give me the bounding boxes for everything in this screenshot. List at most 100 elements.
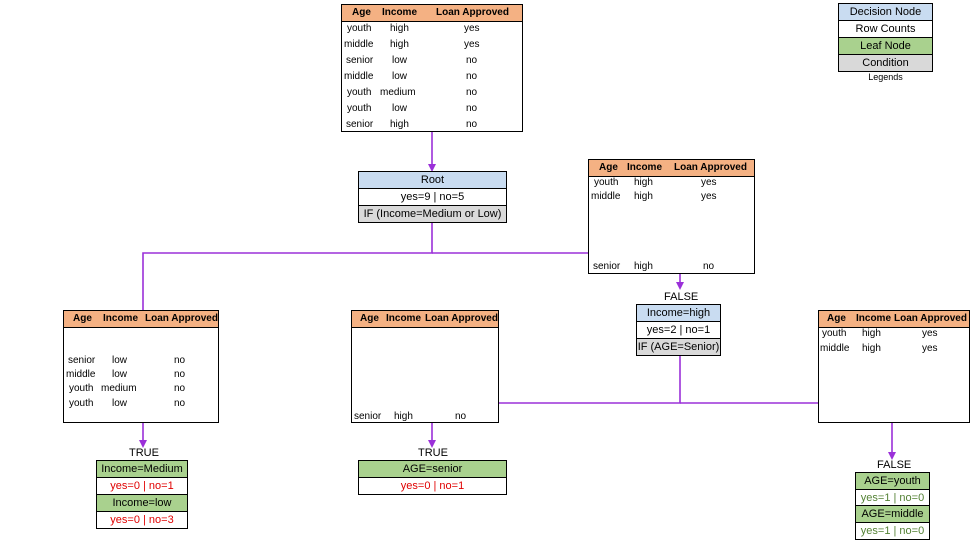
table-cell: yes — [701, 177, 717, 188]
table-cell: high — [634, 261, 653, 272]
row-counts: yes=2 | no=1 — [637, 322, 720, 339]
header-loan-approved: Loan Approved — [894, 313, 967, 324]
table-cell: low — [392, 55, 408, 66]
root-data-table: Age Income Loan Approved youth high yes … — [341, 4, 523, 132]
node-title: Root — [359, 172, 506, 189]
table-header: Age Income Loan Approved — [819, 311, 969, 328]
table-cell: no — [174, 383, 186, 394]
middle-data-table: Age Income Loan Approved senior high no — [351, 310, 499, 423]
header-income: Income — [856, 313, 892, 324]
table-cell: medium — [101, 383, 137, 394]
right-data-table: Age Income Loan Approved youth high yes … — [818, 310, 970, 423]
table-cell: no — [174, 398, 186, 409]
table-cell: high — [862, 328, 881, 339]
table-cell: middle — [344, 71, 374, 82]
table-cell: no — [174, 369, 186, 380]
table-cell: yes — [922, 343, 938, 354]
table-cell: middle — [820, 343, 850, 354]
table-cell: youth — [347, 23, 372, 34]
table-cell: no — [466, 103, 478, 114]
table-header: Age Income Loan Approved — [589, 160, 754, 177]
row-counts: yes=1 | no=0 — [860, 492, 925, 504]
table-cell: no — [466, 71, 478, 82]
legend-leaf-node: Leaf Node — [839, 38, 932, 55]
node-title: AGE=middle — [856, 506, 929, 523]
header-loan-approved: Loan Approved — [674, 162, 747, 173]
table-cell: medium — [380, 87, 416, 98]
table-cell: senior — [68, 355, 96, 366]
node-condition: IF (Income=Medium or Low) — [359, 206, 506, 222]
table-cell: no — [703, 261, 715, 272]
node-title: Income=low — [97, 495, 187, 512]
table-cell: high — [390, 119, 409, 130]
row-counts: yes=9 | no=5 — [359, 189, 506, 206]
legend-row-counts: Row Counts — [839, 21, 932, 38]
header-loan-approved: Loan Approved — [145, 313, 218, 324]
table-cell: senior — [346, 55, 374, 66]
table-cell: high — [390, 39, 409, 50]
header-age: Age — [827, 313, 846, 324]
header-age: Age — [360, 313, 379, 324]
table-cell: youth — [69, 383, 94, 394]
table-cell: low — [112, 369, 128, 380]
table-cell: no — [466, 87, 478, 98]
table-header: Age Income Loan Approved — [64, 311, 218, 328]
leaf-age-youth: AGE=youth yes=1 | no=0 — [855, 472, 930, 507]
table-cell: youth — [347, 103, 372, 114]
table-cell: high — [390, 23, 409, 34]
node-condition: IF (AGE=Senior) — [637, 339, 720, 355]
table-cell: middle — [344, 39, 374, 50]
legend-box: Decision Node Row Counts Leaf Node Condi… — [838, 3, 933, 72]
table-cell: youth — [69, 398, 94, 409]
left-data-table: Age Income Loan Approved senior low no m… — [63, 310, 219, 423]
root-decision-node: Root yes=9 | no=5 IF (Income=Medium or L… — [358, 171, 507, 223]
table-header: Age Income Loan Approved — [342, 5, 522, 22]
leaf-income-low: Income=low yes=0 | no=3 — [96, 494, 188, 529]
leaf-income-medium: Income=Medium yes=0 | no=1 — [96, 460, 188, 495]
leaf-age-senior: AGE=senior yes=0 | no=1 — [358, 460, 507, 495]
header-age: Age — [73, 313, 92, 324]
table-cell: yes — [922, 328, 938, 339]
row-counts: yes=0 | no=3 — [110, 514, 174, 526]
header-loan-approved: Loan Approved — [425, 313, 498, 324]
header-income: Income — [103, 313, 139, 324]
header-income: Income — [382, 7, 418, 18]
header-income: Income — [386, 313, 422, 324]
connector-high-to-senior — [428, 356, 681, 448]
header-age: Age — [599, 162, 618, 173]
table-cell: youth — [594, 177, 619, 188]
row-counts: yes=1 | no=0 — [860, 525, 925, 537]
leaf-age-middle: AGE=middle yes=1 | no=0 — [855, 505, 930, 540]
row-counts: yes=0 | no=1 — [110, 480, 174, 492]
table-cell: high — [634, 191, 653, 202]
table-cell: yes — [464, 23, 480, 34]
table-cell: youth — [347, 87, 372, 98]
node-title: Income=high — [637, 305, 720, 322]
false-branch-data-table: Age Income Loan Approved youth high yes … — [588, 159, 755, 274]
table-cell: yes — [701, 191, 717, 202]
table-cell: senior — [593, 261, 621, 272]
table-cell: middle — [591, 191, 621, 202]
table-cell: no — [466, 119, 478, 130]
table-cell: yes — [464, 39, 480, 50]
row-counts: yes=0 | no=1 — [400, 480, 465, 492]
table-cell: high — [634, 177, 653, 188]
table-cell: low — [392, 71, 408, 82]
table-cell: youth — [822, 328, 847, 339]
node-title: AGE=senior — [359, 461, 506, 478]
income-high-decision-node: Income=high yes=2 | no=1 IF (AGE=Senior) — [636, 304, 721, 356]
header-income: Income — [627, 162, 663, 173]
table-cell: low — [392, 103, 408, 114]
table-cell: middle — [66, 369, 96, 380]
header-age: Age — [352, 7, 371, 18]
table-cell: no — [455, 411, 467, 422]
table-header: Age Income Loan Approved — [352, 311, 498, 328]
table-cell: no — [174, 355, 186, 366]
table-cell: high — [394, 411, 413, 422]
legend-caption: Legends — [868, 72, 903, 82]
true-branch-label-left: TRUE — [129, 447, 159, 459]
true-branch-label-middle: TRUE — [418, 447, 448, 459]
table-cell: low — [112, 355, 128, 366]
table-cell: senior — [354, 411, 382, 422]
false-branch-label-right: FALSE — [877, 459, 912, 471]
